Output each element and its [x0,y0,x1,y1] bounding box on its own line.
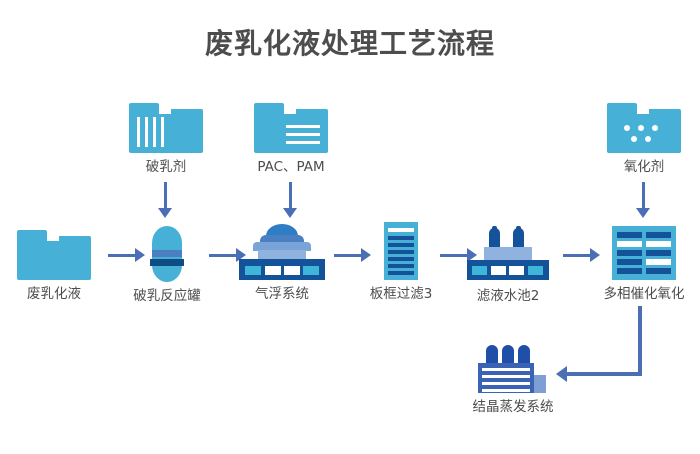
folder-body [607,109,681,153]
node-plate-filter[interactable]: 板框过滤3 [366,222,436,302]
arrow-waste-to-reactor [108,246,146,266]
folder-pattern-horizontal [254,103,328,153]
node-catalytic-oxidation[interactable]: 多相催化氧化 [595,226,693,302]
node-label-crystal-evaporator: 结晶蒸发系统 [472,399,554,415]
folder-plain-icon [17,230,91,280]
folder-pattern-vertical [129,103,203,153]
folder-body [254,109,328,153]
node-label-demulsifier: 破乳剂 [145,159,187,175]
folder-body [129,109,203,153]
folder-horizontal-lines-icon [254,103,328,153]
folder-notch [159,109,171,114]
elbow-vertical-segment [638,306,642,376]
node-label-air-flotation: 气浮系统 [255,286,309,302]
folder-body [17,236,91,280]
node-label-filtrate-pool: 滤液水池2 [476,288,540,304]
pool-bottle-right [513,228,524,248]
evaporator-side-block [530,375,546,393]
node-waste-emulsion[interactable]: 废乳化液 [16,230,92,302]
node-label-waste-emulsion: 废乳化液 [27,286,81,302]
elbow-horizontal-segment [566,372,642,376]
node-demul-reactor[interactable]: 破乳反应罐 [126,226,208,304]
folder-tab [607,103,637,110]
node-oxidant[interactable]: 氧化剂 [588,103,700,175]
folder-tab [254,103,284,110]
page-title: 废乳化液处理工艺流程 [204,27,495,60]
arrow-filter-to-pool [440,246,478,266]
flotation-dome [266,224,298,236]
node-label-plate-filter: 板框过滤3 [369,286,433,302]
node-air-flotation[interactable]: 气浮系统 [239,224,325,302]
arrow-pool-to-catalytic [563,246,601,266]
node-crystal-evaporator[interactable]: 结晶蒸发系统 [464,345,562,415]
folder-notch [637,109,649,114]
tank-band-dark [150,259,184,266]
folder-dots-icon [607,103,681,153]
folder-tab [129,103,159,110]
tank-band-mid [152,250,182,257]
node-label-pac-pam: PAC、PAM [257,159,325,175]
flotation-step-2 [260,235,304,243]
arrow-flotation-to-filter [334,246,372,266]
node-filtrate-pool[interactable]: 滤液水池2 [467,226,549,304]
node-demulsifier[interactable]: 破乳剂 [110,103,222,175]
flotation-step-4 [258,250,306,260]
folder-notch [47,236,59,241]
arrow-pac-pam-to-flotation [281,182,301,218]
arrow-reactor-to-flotation [209,246,247,266]
folder-tab [17,230,47,237]
folder-notch [284,109,296,114]
air-flotation-icon [239,224,325,280]
node-label-catalytic-oxidation: 多相催化氧化 [603,286,685,302]
plate-frame-filter-icon [384,222,418,280]
elbow-catalytic-to-evaporator [556,306,642,382]
reactor-tank-icon [150,226,184,282]
folder-vertical-stripes-icon [129,103,203,153]
catalytic-grid-icon [612,226,676,280]
pool-block [484,247,532,261]
node-pac-pam[interactable]: PAC、PAM [235,103,347,175]
flotation-step-3 [253,242,311,251]
arrow-oxidant-to-catalytic [634,182,654,218]
folder-pattern-dots [607,103,681,153]
evaporator-icon [478,345,548,393]
elbow-arrow-head [556,366,567,382]
node-label-oxidant: 氧化剂 [623,159,665,175]
node-label-demul-reactor: 破乳反应罐 [133,288,201,304]
arrow-demulsifier-to-reactor [156,182,176,218]
pool-base [467,260,549,280]
filtrate-pool-icon [467,226,549,282]
pool-bottle-left [489,228,500,248]
